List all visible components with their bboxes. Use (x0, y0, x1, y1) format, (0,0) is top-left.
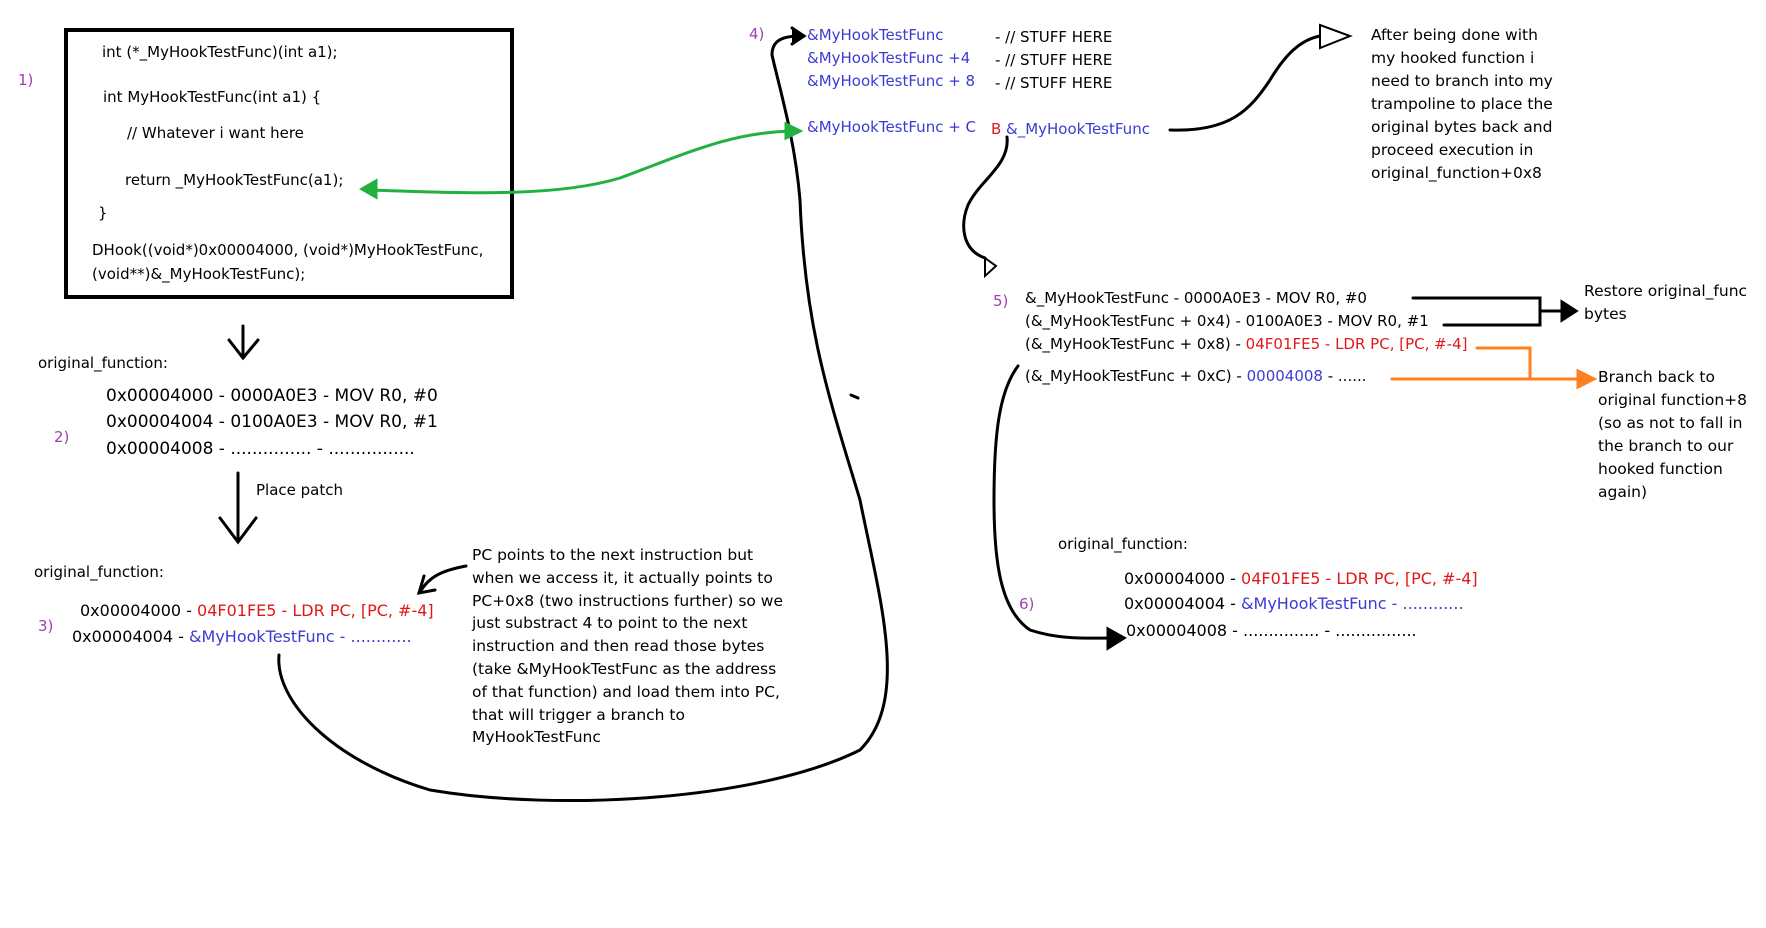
orig2-title: original_function: (34, 563, 164, 581)
tramp-comment-2: - // STUFF HERE (995, 51, 1113, 69)
branch-back-note: Branch back to original function+8 (so a… (1598, 368, 1748, 501)
step-4-label: 4) (749, 25, 765, 43)
branch-opcode: B (991, 120, 1002, 138)
tramp-addr-3: &MyHookTestFunc + 8 (807, 72, 976, 90)
code-line-7: (void**)&_MyHookTestFunc); (92, 265, 306, 283)
step-5-label: 5) (993, 292, 1009, 310)
tramp-addr-1: &MyHookTestFunc (807, 26, 944, 44)
s5-row-2: (&_MyHookTestFunc + 0x4) - 0100A0E3 - MO… (1025, 312, 1429, 330)
tramp-addr-4: &MyHookTestFunc + C (807, 118, 977, 136)
orig2-row-1-addr: 0x00004000 - (80, 601, 198, 620)
orig2-row-1: 0x00004000 - 04F01FE5 - LDR PC, [PC, #-4… (80, 601, 434, 621)
s5-row-4-rest: - ...... (1322, 367, 1367, 385)
orig3-row-1: 0x00004000 - 04F01FE5 - LDR PC, [PC, #-4… (1124, 569, 1478, 589)
step-2-label: 2) (54, 428, 70, 446)
s5-row-3-addr: (&_MyHookTestFunc + 0x8) - (1025, 335, 1246, 353)
orig2-row-1-instr: 04F01FE5 - LDR PC, [PC, #-4] (197, 601, 434, 620)
orig3-row-2-addr: 0x00004004 - (1124, 594, 1242, 613)
step-6-label: 6) (1019, 595, 1035, 613)
orig1-title: original_function: (38, 354, 168, 372)
s5-row-4-addr: (&_MyHookTestFunc + 0xC) - (1025, 367, 1247, 385)
orig3-row-1-instr: 04F01FE5 - LDR PC, [PC, #-4] (1241, 569, 1478, 588)
orig1-row-2: 0x00004004 - 0100A0E3 - MOV R0, #1 (106, 412, 438, 432)
step-3-label: 3) (38, 617, 54, 635)
tramp-addr-2: &MyHookTestFunc +4 (807, 49, 971, 67)
arrow-code-to-orig (227, 324, 260, 361)
orig1-row-3: 0x00004008 - ............... - .........… (106, 439, 415, 459)
arrow-branch-to-s5 (962, 135, 1009, 279)
s5-row-4: (&_MyHookTestFunc + 0xC) - 00004008 - ..… (1025, 366, 1367, 386)
code-line-1: int (*_MyHookTestFunc)(int a1); (102, 43, 338, 61)
orig2-row-2-addr: 0x00004004 - (72, 627, 190, 646)
orig3-row-3: 0x00004008 - ............... - .........… (1126, 621, 1417, 640)
pc-explanation-note: PC points to the next instruction but wh… (472, 546, 784, 747)
s5-row-4-target: 00004008 (1246, 367, 1323, 385)
s5-row-3-instr: 04F01FE5 - LDR PC, [PC, #-4] (1245, 335, 1468, 353)
step-1-label: 1) (18, 71, 34, 89)
tramp-comment-3: - // STUFF HERE (995, 74, 1113, 92)
branch-target: &_MyHookTestFunc (1006, 120, 1150, 138)
code-line-3: // Whatever i want here (127, 124, 304, 142)
orig2-row-2-target: &MyHookTestFunc - ............ (189, 627, 412, 646)
orig2-row-2: 0x00004004 - &MyHookTestFunc - .........… (72, 627, 412, 647)
orig3-row-1-addr: 0x00004000 - (1124, 569, 1242, 588)
arrow-restore (1411, 296, 1579, 327)
orig3-row-2: 0x00004004 - &MyHookTestFunc - .........… (1124, 594, 1464, 614)
after-hook-note: After being done with my hooked function… (1371, 26, 1553, 182)
restore-note: Restore original_func bytes (1584, 282, 1748, 323)
code-line-2: int MyHookTestFunc(int a1) { (103, 88, 322, 106)
place-patch-label: Place patch (256, 481, 343, 499)
orig3-row-2-target: &MyHookTestFunc - ............ (1241, 594, 1464, 613)
orig1-row-1: 0x00004000 - 0000A0E3 - MOV R0, #0 (106, 386, 438, 406)
arrow-s5-to-s6 (992, 364, 1127, 651)
arrow-place-patch (218, 471, 258, 545)
code-line-5: } (98, 204, 108, 222)
s5-row-3: (&_MyHookTestFunc + 0x8) - 04F01FE5 - LD… (1025, 334, 1468, 354)
orig3-title: original_function: (1058, 535, 1188, 553)
arrow-note-to-instr (416, 564, 468, 595)
arrow-branch-to-note (1168, 23, 1353, 132)
code-line-6: DHook((void*)0x00004000, (void*)MyHookTe… (92, 241, 484, 259)
code-line-4: return _MyHookTestFunc(a1); (125, 171, 344, 189)
s5-row-1: &_MyHookTestFunc - 0000A0E3 - MOV R0, #0 (1025, 289, 1367, 307)
tramp-comment-1: - // STUFF HERE (995, 28, 1113, 46)
